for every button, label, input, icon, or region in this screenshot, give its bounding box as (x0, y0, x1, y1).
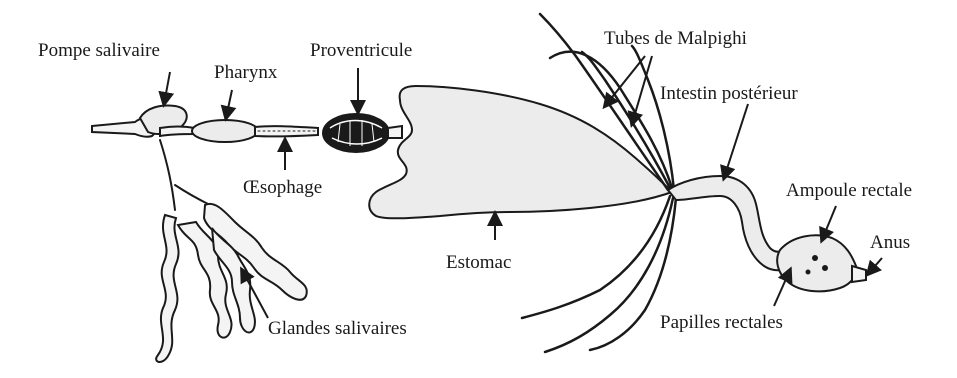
pointer-intestin-posterieur (724, 104, 748, 178)
label-tubes-de-malpighi: Tubes de Malpighi (604, 28, 747, 49)
label-anus: Anus (870, 232, 910, 253)
estomac-shape (369, 86, 672, 218)
label-intestin-posterieur: Intestin postérieur (660, 83, 798, 104)
label-proventricule: Proventricule (310, 40, 412, 61)
label-glandes-salivaires: Glandes salivaires (268, 318, 407, 339)
proventricule-shape (323, 114, 402, 152)
label-oesophage: Œsophage (243, 177, 322, 198)
label-papilles-rectales: Papilles rectales (660, 312, 783, 333)
label-pharynx: Pharynx (214, 62, 278, 83)
pointer-pompe-salivaire (164, 72, 170, 104)
pointer-anus (868, 258, 882, 274)
label-estomac: Estomac (446, 252, 511, 273)
anterior-gut-shape (92, 106, 318, 143)
label-ampoule-rectale: Ampoule rectale (786, 180, 912, 201)
pointer-pharynx (226, 90, 232, 118)
label-pompe-salivaire: Pompe salivaire (38, 40, 160, 61)
pointer-ampoule-rectale (822, 206, 836, 240)
